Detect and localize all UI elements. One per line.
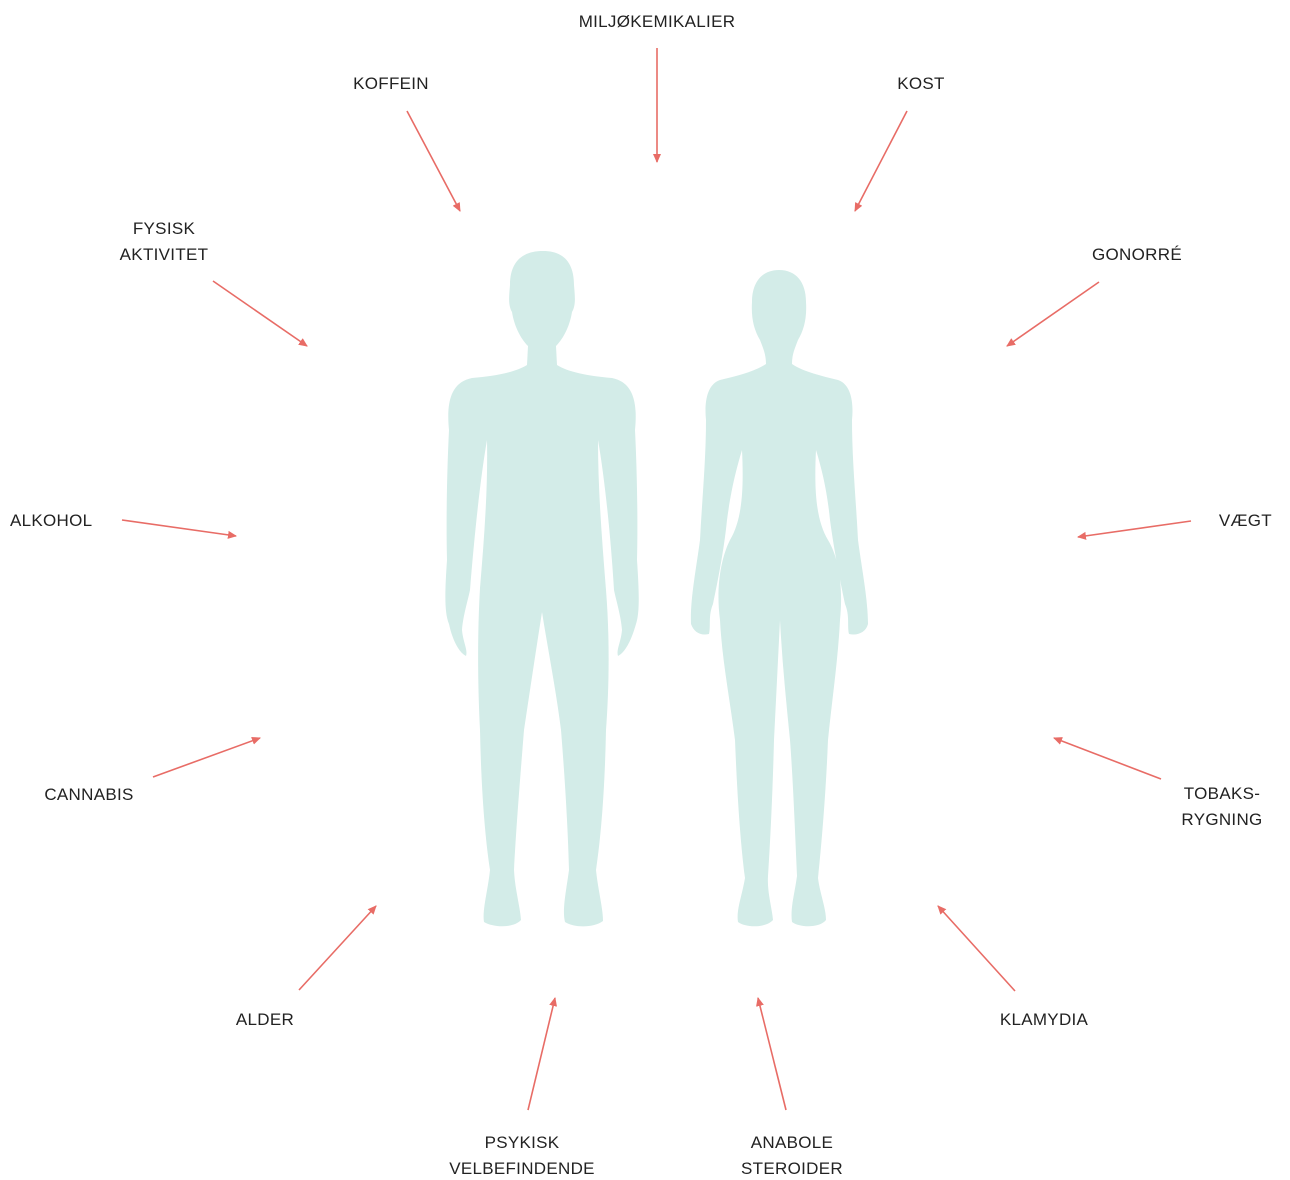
factor-label-line: KLAMYDIA <box>1000 1010 1089 1029</box>
arrow-gonorre <box>1007 282 1099 346</box>
arrow-kost <box>855 111 907 211</box>
factor-label-kost: KOST <box>897 74 945 93</box>
factor-label-klamydia: KLAMYDIA <box>1000 1010 1089 1029</box>
arrow-vaegt <box>1078 521 1191 537</box>
factor-label-line: KOST <box>897 74 945 93</box>
factor-label-tobaksrygning: TOBAKS- RYGNING <box>1181 784 1262 829</box>
factor-label-miljoekemikalier: MILJØKEMIKALIER <box>579 12 736 31</box>
factor-label-line: RYGNING <box>1181 810 1262 829</box>
factor-label-alkohol: ALKOHOL <box>10 511 92 530</box>
male-silhouette <box>445 251 638 926</box>
arrow-psykisk-velbefindende <box>528 998 555 1110</box>
factor-label-line: TOBAKS- <box>1184 784 1260 803</box>
factor-label-line: AKTIVITET <box>120 245 209 264</box>
female-silhouette <box>691 270 868 926</box>
factor-label-line: VÆGT <box>1219 511 1272 530</box>
factor-label-psykisk-velbefindende: PSYKISK VELBEFINDENDE <box>449 1133 595 1178</box>
arrow-alder <box>299 906 376 990</box>
factor-label-line: PSYKISK <box>485 1133 560 1152</box>
factor-label-line: ALKOHOL <box>10 511 92 530</box>
arrow-klamydia <box>938 906 1015 991</box>
factor-label-line: VELBEFINDENDE <box>449 1159 595 1178</box>
factor-label-line: ANABOLE <box>751 1133 833 1152</box>
arrow-anabole-steroider <box>758 998 786 1110</box>
factor-label-line: GONORRÉ <box>1092 245 1182 264</box>
arrow-alkohol <box>122 520 236 536</box>
arrow-tobaksrygning <box>1054 738 1161 779</box>
factor-label-koffein: KOFFEIN <box>353 74 429 93</box>
factor-label-line: CANNABIS <box>44 785 133 804</box>
factor-label-anabole-steroider: ANABOLE STEROIDER <box>741 1133 843 1178</box>
factor-label-line: MILJØKEMIKALIER <box>579 12 736 31</box>
factor-label-line: KOFFEIN <box>353 74 429 93</box>
factor-labels: MILJØKEMIKALIER KOFFEIN KOST FYSISK AKTIVITE… <box>10 12 1272 1178</box>
factor-label-alder: ALDER <box>236 1010 294 1029</box>
factor-label-line: STEROIDER <box>741 1159 843 1178</box>
factor-label-cannabis: CANNABIS <box>44 785 133 804</box>
factor-label-vaegt: VÆGT <box>1219 511 1272 530</box>
arrow-koffein <box>407 111 460 211</box>
factor-arrows <box>122 48 1191 1110</box>
factor-label-line: FYSISK <box>133 219 196 238</box>
factor-label-fysisk-aktivitet: FYSISK AKTIVITET <box>120 219 209 264</box>
arrow-cannabis <box>153 738 260 777</box>
factor-label-gonorre: GONORRÉ <box>1092 245 1182 264</box>
factor-label-line: ALDER <box>236 1010 294 1029</box>
arrow-fysisk-aktivitet <box>213 281 307 346</box>
